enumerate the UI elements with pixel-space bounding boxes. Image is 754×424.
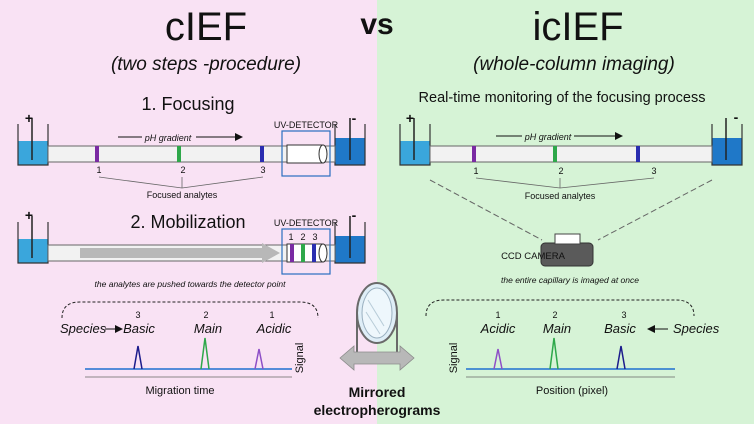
band-label-3-right: 3 bbox=[651, 166, 656, 176]
left-dashed-brace bbox=[61, 301, 319, 319]
uv-detector-box-mobilization bbox=[281, 228, 331, 275]
peak-number-right-3: 3 bbox=[621, 310, 626, 320]
migration-time-label: Migration time bbox=[145, 385, 214, 397]
band-3-right bbox=[636, 146, 640, 162]
peak-number-right-2: 2 bbox=[552, 310, 557, 320]
camera-view-line-left bbox=[429, 179, 543, 241]
ph-gradient-label-right: pH gradient bbox=[524, 132, 572, 142]
peak-left-main bbox=[200, 337, 210, 370]
realtime-heading: Real-time monitoring of the focusing pro… bbox=[419, 90, 706, 106]
minus-sign-mobilization: - bbox=[352, 207, 357, 223]
peak-name-right-basic: Basic bbox=[604, 321, 636, 336]
mobilization-caption: the analytes are pushed towards the dete… bbox=[95, 279, 287, 289]
capillary-right bbox=[429, 145, 713, 163]
ccd-camera-label: CCD CAMERA bbox=[501, 251, 566, 262]
ccd-camera-icon bbox=[540, 233, 594, 267]
peak-name-right-acidic: Acidic bbox=[480, 321, 516, 336]
minus-sign-focusing: - bbox=[352, 110, 357, 126]
peak-right-acidic bbox=[493, 348, 503, 370]
signal-label-left: Signal bbox=[294, 343, 306, 374]
minus-sign-right: - bbox=[734, 109, 739, 125]
band-label-3-focusing: 3 bbox=[260, 165, 265, 175]
peak-left-acidic bbox=[254, 348, 264, 370]
peak-number-right-1: 1 bbox=[495, 310, 500, 320]
uv-detector-label-focusing: UV-DETECTOR bbox=[274, 120, 339, 130]
vs-label: vs bbox=[360, 8, 393, 41]
left-panel-background bbox=[0, 0, 377, 424]
anode-reservoir-mobilization bbox=[17, 216, 49, 264]
right-subtitle: (whole-column imaging) bbox=[473, 54, 675, 75]
plus-sign-focusing: + bbox=[25, 110, 33, 126]
mirror-double-arrow bbox=[339, 345, 415, 371]
position-pixel-label: Position (pixel) bbox=[536, 385, 608, 397]
peak-right-main bbox=[549, 337, 559, 370]
species-label-right: Species bbox=[673, 321, 720, 336]
signal-label-right: Signal bbox=[448, 343, 460, 374]
peak-right-basic bbox=[616, 345, 626, 370]
peak-number-left-1: 3 bbox=[135, 310, 140, 320]
mirrored-caption-1: Mirrored bbox=[349, 384, 406, 400]
right-title: icIEF bbox=[532, 5, 623, 49]
camera-view-line-right bbox=[597, 179, 713, 241]
band-2-right bbox=[553, 146, 557, 162]
mobilization-heading: 2. Mobilization bbox=[130, 212, 245, 232]
peak-number-left-2: 2 bbox=[203, 310, 208, 320]
plus-sign-right: + bbox=[406, 110, 414, 126]
band-2-focusing bbox=[177, 146, 181, 162]
band-label-1-right: 1 bbox=[473, 166, 478, 176]
peak-name-left-basic: Basic bbox=[123, 321, 155, 336]
band-1-focusing bbox=[95, 146, 99, 162]
right-panel-background bbox=[377, 0, 754, 424]
mirrored-caption-2: electropherograms bbox=[314, 402, 441, 418]
window-label-3: 3 bbox=[312, 232, 317, 242]
uv-detector-label-mobilization: UV-DETECTOR bbox=[274, 218, 339, 228]
peak-number-left-3: 1 bbox=[269, 310, 274, 320]
cathode-reservoir-focusing bbox=[334, 118, 366, 166]
peak-name-left-main: Main bbox=[194, 321, 222, 336]
uv-detector-box-focusing bbox=[281, 130, 331, 177]
detector-cylinder-mobilization bbox=[286, 243, 328, 263]
cathode-reservoir-mobilization bbox=[334, 216, 366, 264]
focused-analytes-caption-right: Focused analytes bbox=[525, 191, 596, 201]
band-1-right bbox=[472, 146, 476, 162]
band-label-2-focusing: 2 bbox=[180, 165, 185, 175]
camera-caption: the entire capillary is imaged at once bbox=[501, 275, 639, 285]
peak-name-left-acidic: Acidic bbox=[256, 321, 292, 336]
cathode-reservoir-right bbox=[711, 118, 743, 166]
band-3-focusing bbox=[260, 146, 264, 162]
window-label-1: 1 bbox=[288, 232, 293, 242]
window-label-2: 2 bbox=[300, 232, 305, 242]
plus-sign-mobilization: + bbox=[25, 207, 33, 223]
focused-analytes-caption-left: Focused analytes bbox=[147, 190, 218, 200]
anode-reservoir-focusing bbox=[17, 118, 49, 166]
focusing-heading: 1. Focusing bbox=[141, 94, 234, 114]
left-subtitle: (two steps -procedure) bbox=[111, 54, 301, 75]
peak-left-basic bbox=[133, 345, 143, 370]
species-label-left: Species bbox=[60, 321, 107, 336]
detector-cylinder-focusing bbox=[286, 144, 328, 164]
left-title: cIEF bbox=[165, 5, 247, 49]
band-label-1-focusing: 1 bbox=[96, 165, 101, 175]
peak-name-right-main: Main bbox=[543, 321, 571, 336]
ph-gradient-label-left: pH gradient bbox=[144, 133, 192, 143]
anode-reservoir-right bbox=[399, 118, 431, 166]
band-label-2-right: 2 bbox=[558, 166, 563, 176]
mobilization-push-arrow bbox=[80, 243, 280, 263]
